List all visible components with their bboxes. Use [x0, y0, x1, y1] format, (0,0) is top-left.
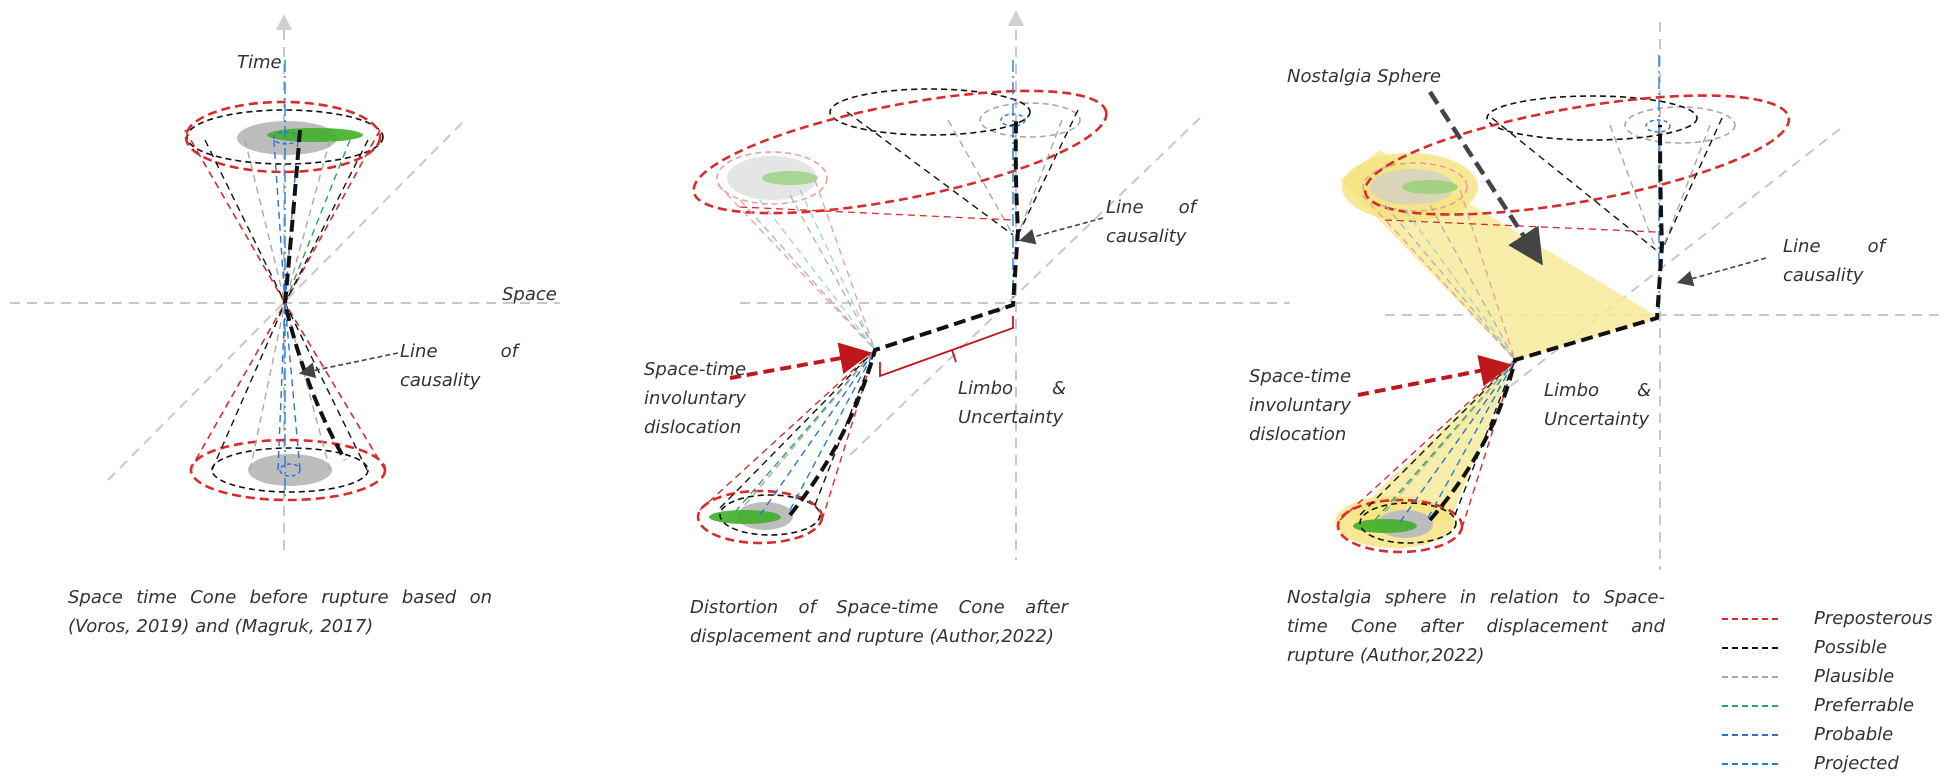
panel3-dislocation-label: Space-time involuntary dislocation [1249, 362, 1351, 449]
panel2-causality-line1: Line of [1106, 197, 1196, 218]
panel3-dislocation-arrow [1357, 354, 1512, 397]
panel2-causality-arrow [1018, 217, 1104, 245]
panel3-limbo-label: Limbo & Uncertainty [1544, 376, 1651, 434]
panel3-upper-outer [1363, 94, 1791, 216]
panel3-dislocation-line2: involuntary [1249, 395, 1352, 416]
legend-label-probable: Probable [1814, 724, 1894, 745]
panel2-causality-path [788, 119, 1021, 517]
panel3-dislocation-line1: Space-time [1249, 366, 1352, 387]
legend-swatch-preposterous [1722, 618, 1778, 620]
legend-label-possible: Possible [1814, 637, 1888, 658]
nostalgia-arrow [1428, 90, 1543, 266]
panel1-caption: Space time Cone before rupture based on … [68, 587, 492, 637]
panel2-causality-label: Line of causality [1106, 193, 1196, 251]
panel3-caption: Nostalgia sphere in relation to Space-ti… [1287, 587, 1665, 666]
panel3-causality-line1: Line of [1783, 236, 1885, 257]
panel1-bottom-fill [248, 454, 332, 486]
panel3-dislocation-line3: dislocation [1249, 424, 1347, 445]
panel1-time-arrowhead [276, 14, 292, 30]
panel1-causality-path [282, 129, 347, 461]
legend-label-plausible: Plausible [1814, 666, 1895, 687]
legend-label-preposterous: Preposterous [1814, 608, 1933, 629]
panel2-limbo-line2: Uncertainty [958, 407, 1064, 428]
panel3-causality-label: Line of causality [1783, 232, 1885, 290]
panel1-causality-arrow [298, 352, 399, 379]
panel2-lower-outer [696, 489, 824, 545]
panel2-dislocation-line2: involuntary [644, 388, 747, 409]
panel1-causality-line2: causality [400, 370, 481, 391]
panel2-upper-outer [692, 89, 1108, 215]
space-label: Space [502, 284, 557, 305]
panel2-diagram [692, 10, 1290, 560]
panel3-limbo-line2: Uncertainty [1544, 409, 1650, 430]
panel3-causality-line2: causality [1783, 265, 1864, 286]
panel1-causality-label: Line of causality [400, 337, 518, 395]
panel3-causality-path [1428, 124, 1665, 522]
time-label: Time [237, 52, 282, 73]
panel1-top-green [267, 128, 363, 142]
legend-swatch-projected [1722, 763, 1778, 765]
panel2-dislocation-arrow [729, 342, 872, 380]
panel2-dislocation-line1: Space-time [644, 359, 747, 380]
panel2-caption: Distortion of Space-time Cone after disp… [690, 597, 1068, 647]
panel2-causality-line2: causality [1106, 226, 1187, 247]
panel2-limbo-bracket [879, 316, 1014, 378]
legend-swatch-preferrable [1722, 705, 1778, 707]
panel1-diagram [10, 14, 560, 555]
legend-swatch-plausible [1722, 676, 1778, 678]
panel2-limbo-line1: Limbo & [958, 378, 1066, 399]
nostalgia-sphere-label: Nostalgia Sphere [1287, 66, 1441, 87]
panel1-top-outer [184, 100, 382, 174]
panel2-dislocation-line3: dislocation [644, 417, 742, 438]
panel1-causality-line1: Line of [400, 341, 518, 362]
panel3-limbo-line1: Limbo & [1544, 380, 1651, 401]
panel2-dislocation-label: Space-time involuntary dislocation [644, 355, 746, 442]
panel3-causality-arrow [1676, 257, 1767, 287]
panel1-cone-lines [184, 129, 386, 471]
legend-label-preferrable: Preferrable [1814, 695, 1915, 716]
panel3-diagram [1335, 22, 1940, 570]
panel2-limbo-label: Limbo & Uncertainty [958, 374, 1066, 432]
legend-swatch-probable [1722, 734, 1778, 736]
legend-label-projected: Projected [1814, 753, 1899, 774]
panel2-time-arrowhead [1008, 10, 1024, 26]
legend-swatch-possible [1722, 647, 1778, 649]
